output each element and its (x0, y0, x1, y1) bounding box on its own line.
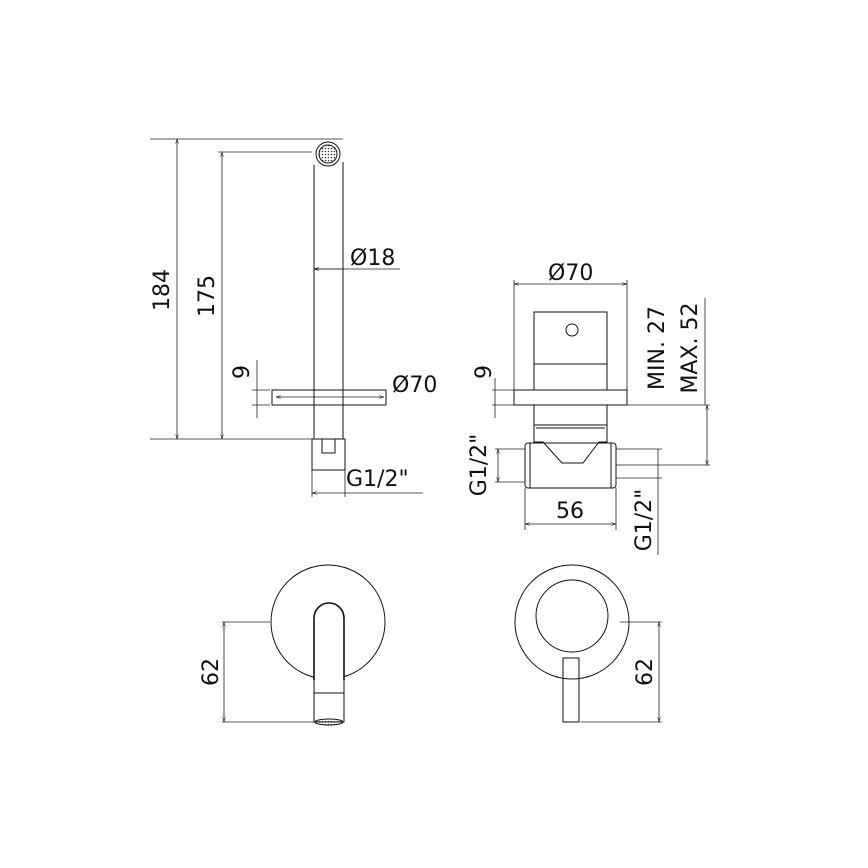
wall-plate (271, 389, 387, 406)
dim-label-175: 175 (195, 275, 220, 317)
dim-label-56: 56 (556, 499, 584, 524)
dim-label-max: MAX. 52 (678, 302, 703, 393)
dim-label-connection: G1/2" (346, 467, 409, 492)
dim-label-9: 9 (230, 365, 255, 379)
valve-rosette (514, 564, 630, 680)
lever (562, 657, 580, 723)
dim-label-inlet-left: G1/2" (467, 434, 492, 497)
dim-label-diameter-70: Ø70 (392, 373, 437, 398)
dim-label-184: 184 (150, 269, 175, 311)
spout-side-view: 184 175 Ø18 Ø70 9 G1/2" (150, 138, 437, 497)
valve-knob (535, 579, 609, 653)
valve-front-view: 62 (514, 564, 662, 723)
valve-body (524, 442, 617, 489)
dim-label-62: 62 (633, 658, 658, 686)
knob (533, 311, 608, 365)
dim-label-62: 62 (199, 658, 224, 686)
dim-label-diameter-70: Ø70 (548, 261, 593, 286)
dim-label-min: MIN. 27 (645, 306, 670, 390)
nozzle (315, 141, 341, 167)
dim-label-inlet-right: G1/2" (632, 489, 657, 552)
dim-label-diameter-18: Ø18 (350, 246, 395, 271)
dim-label-9: 9 (472, 365, 497, 379)
spout-front-view: 62 (199, 564, 386, 726)
valve-side-view: Ø70 9 MIN. 27 MAX. 52 G1/2" G1/2" 56 (467, 261, 710, 555)
connector (311, 438, 346, 471)
valve-plate (513, 389, 628, 406)
